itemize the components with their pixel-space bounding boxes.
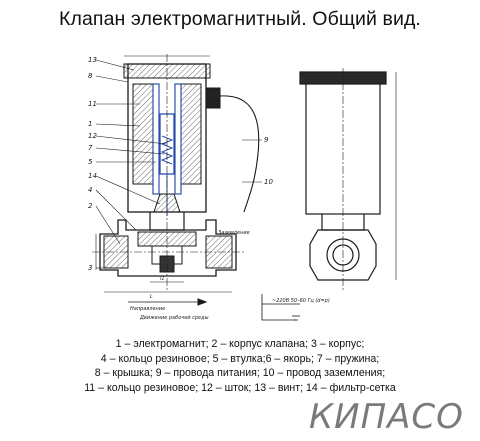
- supply-label: ~220В 50–60 Гц (d=p): [272, 298, 330, 304]
- legend: 1 – электромагнит; 2 – корпус клапана; 3…: [0, 337, 480, 395]
- callout-3: 3: [88, 264, 92, 272]
- callout-14: 14: [88, 172, 97, 180]
- valve-body: [99, 219, 237, 277]
- coil-right: [180, 83, 202, 185]
- callout-4: 4: [88, 186, 92, 194]
- callout-leaders: [95, 59, 262, 269]
- sectional-view: [92, 54, 260, 306]
- drawing-small-labels: Заземление L l1 Направление Движение раб…: [130, 230, 330, 321]
- callout-8: 8: [88, 72, 93, 80]
- callout-10: 10: [264, 178, 273, 186]
- flow-direction-label: Направление: [130, 306, 165, 312]
- callout-9: 9: [264, 136, 269, 144]
- legend-line: 8 – крышка; 9 – провода питания; 10 – пр…: [94, 367, 386, 380]
- legend-line: 11 – кольцо резиновое; 12 – шток; 13 – в…: [84, 381, 396, 394]
- dim-l1-label: l1: [160, 276, 165, 282]
- flow-text-label: Движение рабочей среды: [139, 315, 209, 321]
- lead-label: Заземление: [218, 230, 250, 236]
- callout-13: 13: [88, 56, 97, 64]
- page-title: Клапан электромагнитный. Общий вид.: [59, 8, 421, 30]
- legend-line: 4 – кольцо резиновое; 5 – втулка;6 – яко…: [100, 352, 380, 365]
- legend-line: 1 – электромагнит; 2 – корпус клапана; 3…: [115, 338, 365, 350]
- callout-11: 11: [88, 100, 97, 108]
- kipaso-logo: КИПАСО: [309, 397, 464, 436]
- callout-12: 12: [88, 132, 97, 140]
- callout-7: 7: [88, 144, 93, 152]
- callout-1: 1: [88, 120, 92, 128]
- left-callouts: 13 8 11 1 12 7 5 14 4 2 3 9 10: [88, 56, 273, 272]
- dim-l-label: L: [150, 294, 153, 300]
- callout-5: 5: [88, 158, 93, 166]
- supply-wiring: [261, 294, 300, 321]
- coil-left: [132, 83, 154, 185]
- valve-drawing: 13 8 11 1 12 7 5 14 4 2 3 9 10 Заземлени…: [88, 54, 397, 321]
- side-view: [299, 68, 397, 290]
- logo-text: КИПАСО: [309, 397, 464, 436]
- callout-2: 2: [88, 202, 93, 210]
